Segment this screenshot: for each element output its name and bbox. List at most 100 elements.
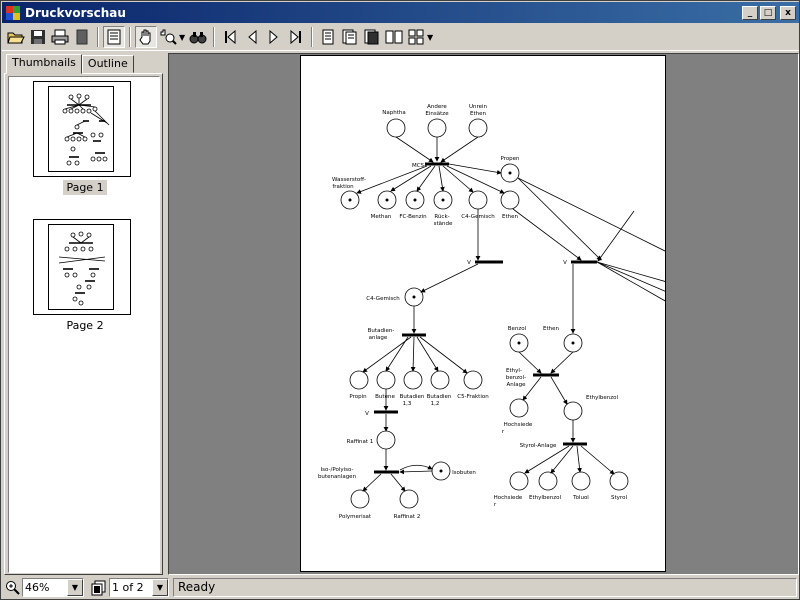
label-ethen: Ethen [502, 214, 519, 220]
label-iso-polyiso: Iso-/Polyiso- [321, 467, 354, 473]
facing-pages-icon [385, 30, 403, 44]
thumbnail-page-2-image [48, 224, 114, 310]
next-page-icon [269, 29, 278, 45]
thumbnails-panel: Page 1 [4, 73, 163, 575]
page-combobox[interactable]: 1 of 2 ▼ [109, 578, 169, 597]
label-13: 1,3 [403, 401, 412, 407]
label-c5-fraktion: C5-Fraktion [457, 394, 489, 400]
label-butenanlagen: butenanlagen [318, 474, 357, 480]
page-dropdown-button[interactable]: ▼ [152, 579, 168, 596]
label-wasserstoff: Wasserstoff- [332, 177, 366, 183]
close-button[interactable]: x [780, 5, 796, 20]
next-page-button[interactable] [263, 26, 285, 48]
navigation-pane: Thumbnails Outline [4, 53, 165, 575]
label-unrein-ethen: Ethen [470, 111, 487, 117]
one-page-view-button[interactable] [317, 26, 339, 48]
label-fraktion: fraktion [332, 184, 354, 190]
label-rueck: Rück- [434, 214, 449, 220]
zoom-combobox[interactable]: 46% ▼ [22, 578, 84, 597]
print-button[interactable] [49, 26, 71, 48]
pages-icon [91, 580, 106, 595]
multi-page-dropdown-arrow[interactable]: ▼ [427, 32, 434, 42]
zoom-tool-button[interactable] [157, 26, 179, 48]
window-title: Druckvorschau [25, 5, 126, 20]
label-ethylbenzol-2: Ethylbenzol [529, 495, 562, 501]
save-button[interactable] [27, 26, 49, 48]
thumbnail-page-1-image [48, 86, 114, 172]
label-einsaetze: Einsätze [425, 111, 449, 117]
status-bar: 46% ▼ 1 of 2 ▼ Ready [2, 576, 799, 599]
label-andere: Andere [427, 104, 447, 110]
continuous-view-icon [364, 29, 379, 45]
label-staende: stände [434, 221, 453, 227]
label-ethen-2: Ethen [543, 326, 560, 332]
zoom-dropdown-arrow[interactable]: ▼ [179, 32, 186, 42]
label-styrol-anlage: Styrol-Anlage [520, 443, 557, 449]
toolbar-separator [129, 27, 131, 47]
open-button[interactable] [5, 26, 27, 48]
minimize-button[interactable]: _ [742, 5, 758, 20]
preview-page: Naphtha Andere Einsätze Unrein Ethen MCS… [300, 55, 666, 572]
zoom-icon [6, 580, 20, 595]
thumbnail-label-page-2[interactable]: Page 2 [66, 319, 104, 332]
open-icon [7, 32, 25, 44]
maximize-button[interactable]: □ [760, 5, 776, 20]
label-raffinat-2: Raffinat 2 [394, 514, 421, 520]
find-icon [189, 32, 207, 44]
label-styrol: Styrol [611, 495, 627, 501]
app-icon[interactable] [5, 5, 21, 21]
save-icon [31, 30, 45, 44]
title-bar[interactable]: Druckvorschau _ □ x [2, 2, 799, 23]
previous-page-button[interactable] [241, 26, 263, 48]
single-page-icon [107, 29, 121, 45]
page-setup-button[interactable] [71, 26, 93, 48]
label-hochsieder-2: Hochsiede [494, 495, 523, 501]
multi-page-icon [408, 29, 424, 45]
label-hochsieder-r: r [502, 429, 505, 435]
label-c4-gemisch-2: C4-Gemisch [366, 296, 400, 302]
tab-outline[interactable]: Outline [81, 55, 134, 73]
label-anlage-2: Anlage [506, 382, 526, 388]
label-v1: V [467, 260, 471, 266]
thumbnail-label-page-1[interactable]: Page 1 [9, 180, 161, 195]
preview-area[interactable]: Naphtha Andere Einsätze Unrein Ethen MCS… [168, 53, 799, 575]
label-butene: Butene [375, 394, 395, 400]
last-page-icon [290, 29, 301, 45]
hand-tool-icon [139, 29, 151, 45]
label-naphtha: Naphtha [382, 110, 405, 116]
label-butadien-13: Butadien [400, 394, 425, 400]
last-page-button[interactable] [285, 26, 307, 48]
label-mcs: MCS- [412, 163, 426, 169]
label-ethylbenzol: Ethylbenzol [586, 395, 619, 401]
zoom-dropdown-button[interactable]: ▼ [67, 579, 83, 596]
first-page-icon [225, 29, 236, 45]
multi-page-button[interactable] [405, 26, 427, 48]
find-button[interactable] [187, 26, 209, 48]
label-v2: V [563, 260, 567, 266]
label-propen: Propen [500, 156, 520, 162]
label-polymerisat: Polymerisat [339, 514, 372, 520]
zoom-tool-icon [160, 29, 177, 45]
process-flow-diagram: Naphtha Andere Einsätze Unrein Ethen MCS… [318, 104, 665, 520]
label-propin: Propin [349, 394, 367, 400]
label-benzol: Benzol [508, 326, 527, 332]
first-page-button[interactable] [219, 26, 241, 48]
continuous-view-button[interactable] [361, 26, 383, 48]
label-hochsieder-2-r: r [494, 502, 497, 508]
single-page-button[interactable] [103, 26, 125, 48]
two-page-view-button[interactable] [339, 26, 361, 48]
thumbnail-page-1[interactable] [33, 81, 131, 177]
toolbar-separator [97, 27, 99, 47]
thumbnail-list[interactable]: Page 1 [8, 76, 160, 573]
label-butadien-12: Butadien [427, 394, 452, 400]
page-setup-icon [76, 29, 88, 45]
page-value: 1 of 2 [112, 581, 144, 594]
tab-thumbnails[interactable]: Thumbnails [6, 54, 82, 74]
label-c4-gemisch: C4-Gemisch [461, 214, 495, 220]
hand-tool-button[interactable] [135, 26, 157, 48]
toolbar-separator [311, 27, 313, 47]
thumbnail-page-2[interactable] [33, 219, 131, 315]
previous-page-icon [248, 29, 257, 45]
facing-pages-button[interactable] [383, 26, 405, 48]
